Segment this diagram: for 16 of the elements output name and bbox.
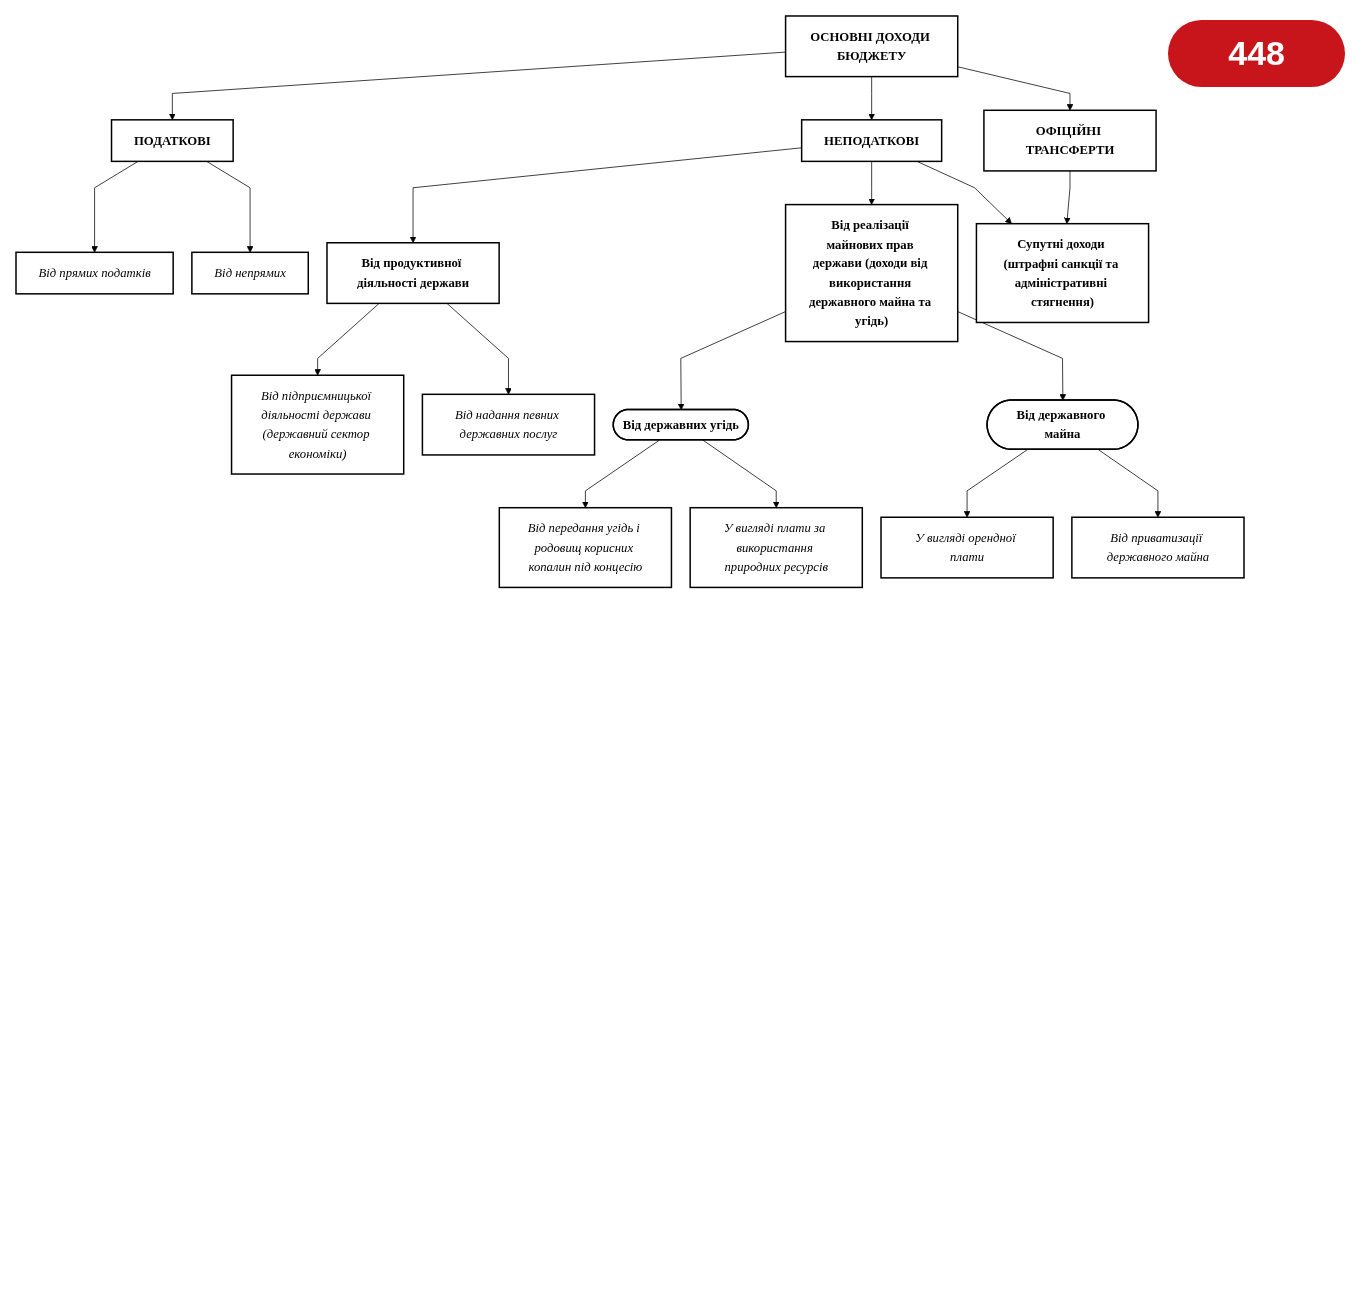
node-box: Від продуктивної діяльності держави (326, 242, 500, 305)
node-box: Від непрямих (191, 251, 309, 295)
node-box: Від приватизації державного майна (1071, 516, 1245, 579)
node-box: ОСНОВНІ ДОХОДИ БЮДЖЕТУ (784, 15, 959, 78)
node-box: НЕПОДАТКОВІ (800, 119, 943, 163)
node-box: Від реалізації майнових прав держави (доходи від використання державного майна та угідь) (784, 203, 959, 343)
page-number-badge: 448 (1168, 20, 1345, 87)
node-box: У вигляді орендної плати (880, 516, 1054, 579)
node-box: Від підприємницької діяльності держави (державний сектор економіки) (230, 374, 405, 475)
node-box: ПОДАТКОВІ (110, 119, 234, 163)
node-box: Від надання певних державних послуг (421, 393, 596, 456)
node-box: У вигляді плати за використання природних ресурсів (689, 506, 864, 589)
node-box: Від передання угідь і родовищ корисних копалин під концесію (498, 506, 673, 589)
node-box: ОФІЦІЙНІ ТРАНСФЕРТИ (983, 109, 1157, 172)
node-box: Від прямих податків (15, 251, 174, 295)
node-box: Супутні доходи (штрафні санкції та адміністративні стягнення) (975, 222, 1150, 324)
